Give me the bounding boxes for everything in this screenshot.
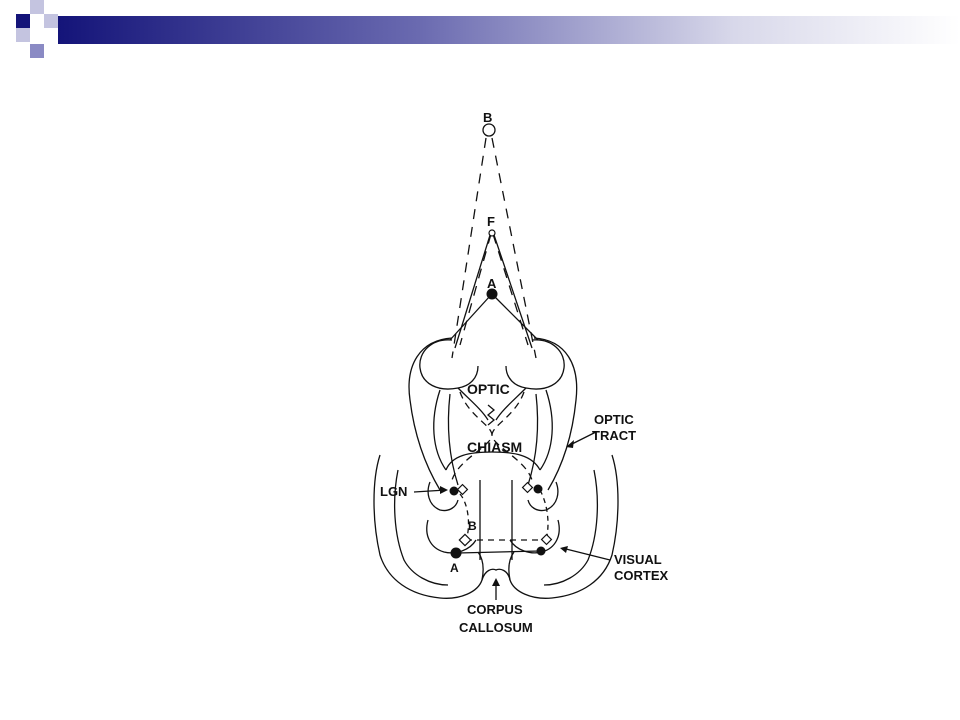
lgn-diamond-right [521,481,534,494]
ray-b-right [491,137,537,359]
header-gradient-bar [58,16,960,44]
right-hemisphere-inner [543,469,599,586]
brain-outline-right-inner [539,389,553,471]
optic-tract-left-dashed [451,391,493,481]
label-lgn: LGN [380,484,407,499]
header-square-mid [30,44,44,58]
label-corpus-callosum-2: CALLOSUM [459,620,533,635]
point-f-fixation [488,229,496,237]
optic-nerve-right [495,387,527,421]
arrowhead-corpus-callosum [492,578,500,586]
label-optic-tract-1: OPTIC [594,412,634,427]
left-hemisphere-inner [393,469,449,586]
right-eye [505,339,565,390]
header-square-dark [16,14,30,28]
chiasm-loop [445,451,541,471]
ray-b-left [451,137,487,359]
cortex-diamond-left [458,533,472,547]
optic-nerve-left [457,387,489,421]
connection-a-solid [457,550,541,554]
arrow-visual-cortex [561,547,611,561]
slide-header [0,0,960,60]
label-point-a-cortex: A [450,561,459,575]
left-hemisphere [373,454,484,599]
right-cortex-lobe [509,519,560,554]
optic-tract-right-dashed [491,391,533,481]
label-visual-cortex-1: VISUAL [614,552,662,567]
ray-f-right [492,233,529,346]
optic-tract-right-solid [527,393,539,486]
cortex-diamond-right [540,533,553,546]
left-eye [419,339,479,390]
header-square-light-3 [16,28,30,42]
brain-outline-left [408,337,453,491]
ray-a-left [449,295,491,341]
label-point-f: F [487,214,495,229]
right-hemisphere [508,454,619,599]
ray-f-left [459,233,492,346]
label-chiasm: CHIASM [467,439,522,455]
label-optic-tract-2: TRACT [592,428,636,443]
cortex-dot-left [450,547,462,559]
ray-a-right [493,295,539,341]
lgn-dot-right [533,484,543,494]
point-b-far [482,123,496,137]
lgn-diamond-left [456,483,469,496]
connection-lgn-right [539,489,549,541]
corpus-callosum-notch [481,568,511,581]
header-square-light-1 [30,0,44,14]
point-a-near [486,288,498,300]
arrowhead-visual-cortex [560,546,568,553]
arrowhead-lgn [440,486,448,494]
header-square-light-2 [44,14,58,28]
cortex-dot-right [536,546,546,556]
ray-solid-f-right [492,231,533,349]
lgn-dot-left [449,486,459,496]
arrowhead-optic-tract [566,440,574,448]
brain-outline-left-inner [433,389,447,471]
optic-tract-left-solid [447,393,459,486]
right-lgn-body [527,481,559,512]
brain-outline-right [533,337,578,491]
label-optic: OPTIC [467,381,510,397]
label-point-a-top: A [487,276,497,291]
label-point-b-top: B [483,110,492,125]
label-visual-cortex-2: CORTEX [614,568,669,583]
label-corpus-callosum-1: CORPUS [467,602,523,617]
connection-lgn-left [459,493,470,541]
label-point-b-cortex: B [468,519,477,533]
chiasm-zigzag [486,404,496,426]
left-cortex-lobe [426,519,477,554]
ray-solid-f-left [454,231,492,349]
left-lgn-body [427,481,459,512]
